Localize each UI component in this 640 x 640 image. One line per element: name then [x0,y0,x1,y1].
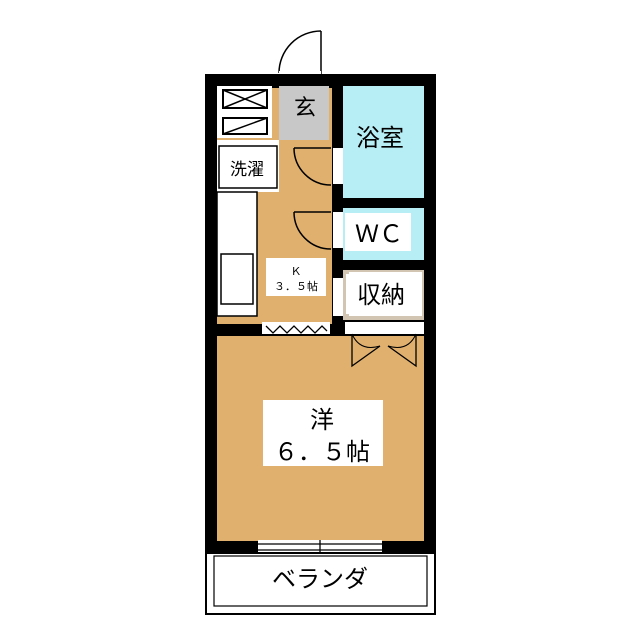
western-room-size-label: ６．５帖 [274,438,370,466]
wc-door-frame [333,212,343,248]
kitchen-name-label: Ｋ [291,265,302,278]
sliding-door [262,322,330,334]
kitchen-size-label: ３．５帖 [274,280,318,293]
laundry-label: 洗濯 [230,160,264,180]
bath-label: 浴室 [356,124,404,152]
storage-doors [345,322,424,368]
front-door [278,30,322,77]
storage-door-frame [333,278,343,316]
bath-door-frame [333,148,343,184]
kitchen-counter [216,191,258,317]
balcony [205,552,436,615]
entrance-label: 玄 [294,96,316,121]
interior-doors [293,147,332,250]
shoe-box [217,86,272,138]
wc-label: ＷＣ [355,220,403,248]
storage-label: 収納 [357,281,405,309]
balcony-window [258,540,382,554]
western-room-name-label: 洋 [310,406,334,434]
balcony-label: ベランダ [272,565,368,593]
laundry-area [217,140,279,192]
